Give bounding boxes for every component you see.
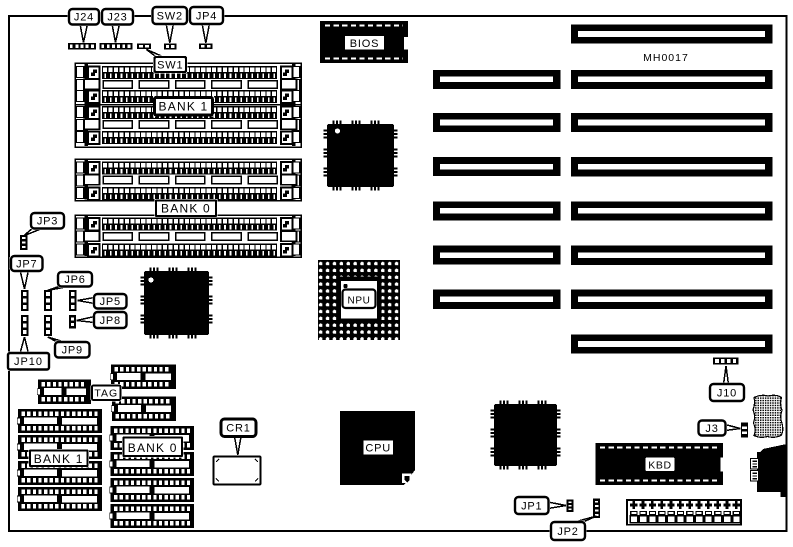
svg-text:BANK 1: BANK 1 [34, 452, 84, 466]
svg-text:BANK 0: BANK 0 [161, 201, 211, 215]
svg-text:JP9: JP9 [62, 345, 83, 357]
svg-text:BANK 1: BANK 1 [159, 100, 209, 114]
svg-text:J3: J3 [705, 423, 718, 435]
svg-text:CPU: CPU [365, 443, 391, 455]
svg-text:MH0017: MH0017 [643, 52, 689, 64]
svg-text:JP7: JP7 [16, 258, 37, 270]
svg-text:TAG: TAG [94, 388, 118, 400]
svg-text:KBD: KBD [648, 460, 671, 472]
svg-text:JP5: JP5 [100, 296, 121, 308]
svg-text:J24: J24 [74, 12, 94, 24]
svg-text:SW2: SW2 [157, 10, 183, 22]
svg-text:JP4: JP4 [196, 10, 217, 22]
svg-text:JP6: JP6 [64, 274, 85, 286]
svg-text:CR1: CR1 [226, 423, 250, 435]
svg-text:JP8: JP8 [100, 315, 121, 327]
svg-text:J23: J23 [107, 12, 127, 24]
svg-text:NPU: NPU [348, 296, 371, 307]
svg-text:JP10: JP10 [14, 356, 43, 368]
svg-text:SW1: SW1 [157, 59, 183, 71]
svg-text:JP2: JP2 [557, 526, 578, 538]
svg-text:JP1: JP1 [521, 500, 542, 512]
svg-text:JP3: JP3 [37, 216, 58, 228]
svg-text:BIOS: BIOS [350, 38, 380, 50]
svg-text:J10: J10 [717, 387, 737, 399]
svg-text:BANK 0: BANK 0 [128, 441, 178, 455]
